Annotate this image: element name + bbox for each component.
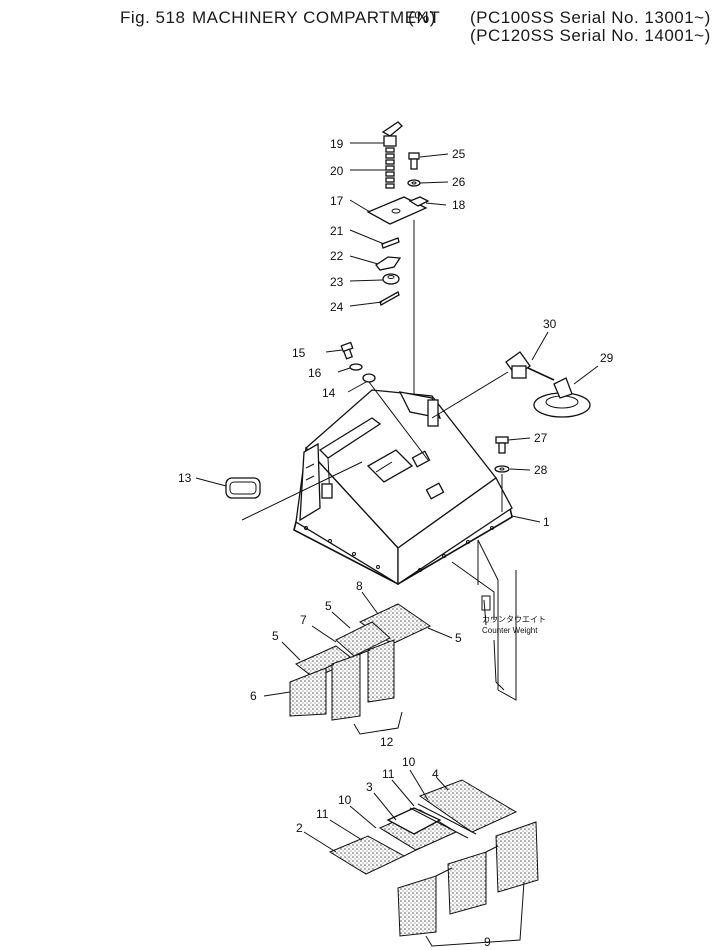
insulation-group-lower (303, 769, 539, 947)
part-label-3: 3 (366, 780, 373, 794)
part-label-16: 16 (308, 366, 322, 380)
part-label-4: 4 (432, 767, 439, 781)
part-label-26: 26 (452, 175, 466, 189)
washer-part-26 (407, 179, 421, 187)
part-label-19: 19 (330, 137, 344, 151)
part-label-27: 27 (534, 431, 548, 445)
part-label-2: 2 (296, 821, 303, 835)
spring-part-20 (385, 147, 395, 189)
bolt-parts-27-28 (494, 436, 541, 523)
part-label-11b: 11 (316, 807, 329, 821)
cotter-part-24 (379, 291, 400, 306)
part-label-9: 9 (484, 935, 491, 949)
fastener-stack (366, 121, 430, 440)
latch-part-22 (375, 256, 402, 271)
part-label-1: 1 (543, 515, 550, 529)
part-label-20: 20 (330, 164, 344, 178)
figure-fraction: (%) (408, 8, 436, 27)
knob-part-19 (381, 121, 403, 137)
part-label-30: 30 (543, 317, 557, 331)
figure-title: MACHINERY COMPARTMENT (192, 8, 441, 27)
part-label-5b: 5 (272, 629, 279, 643)
part-label-10b: 10 (338, 793, 352, 807)
part-number-labels: 19 20 17 21 22 23 24 25 26 18 30 29 15 1… (178, 137, 614, 949)
part-label-18: 18 (452, 198, 466, 212)
part-label-8: 8 (356, 579, 363, 593)
part-label-13: 13 (178, 471, 192, 485)
part-label-23: 23 (330, 275, 344, 289)
part-label-24: 24 (330, 300, 344, 314)
pin-part-21 (381, 237, 400, 249)
part-label-17: 17 (330, 194, 344, 208)
part-label-25: 25 (452, 147, 466, 161)
part-label-14: 14 (322, 386, 336, 400)
part-label-28: 28 (534, 463, 548, 477)
counter-weight-en: Counter Weight (482, 626, 538, 635)
counter-weight-outline: カウンタウエイト Counter Weight (451, 539, 546, 701)
part-label-10a: 10 (402, 755, 416, 769)
part-label-22: 22 (330, 249, 344, 263)
part-label-12: 12 (380, 735, 394, 749)
plate-part-17 (366, 196, 428, 225)
part-label-15: 15 (292, 346, 306, 360)
part-label-11a: 11 (382, 767, 395, 781)
part-label-29: 29 (600, 351, 614, 365)
bolt-part-25 (408, 152, 420, 170)
insulation-group-upper (263, 591, 453, 735)
part-label-21: 21 (330, 224, 344, 238)
seal-ring-part-13 (195, 461, 363, 521)
part-label-6: 6 (250, 689, 257, 703)
figure-number: Fig. 518 (120, 8, 186, 27)
serial-range-pc120ss: (PC120SS Serial No. 14001~) (470, 26, 711, 45)
leader-lines-top (349, 142, 449, 307)
serial-range-pc100ss: (PC100SS Serial No. 13001~) (470, 8, 711, 27)
tab-part-18 (408, 196, 430, 207)
bolt-parts-14-16 (325, 341, 429, 461)
horn-assembly (431, 331, 599, 419)
knob-body-19 (383, 135, 397, 147)
part-label-5a: 5 (325, 599, 332, 613)
part-label-5c: 5 (455, 631, 462, 645)
counter-weight-jp: カウンタウエイト (482, 615, 546, 624)
hood-part-1 (293, 389, 513, 586)
part-label-7: 7 (300, 613, 307, 627)
